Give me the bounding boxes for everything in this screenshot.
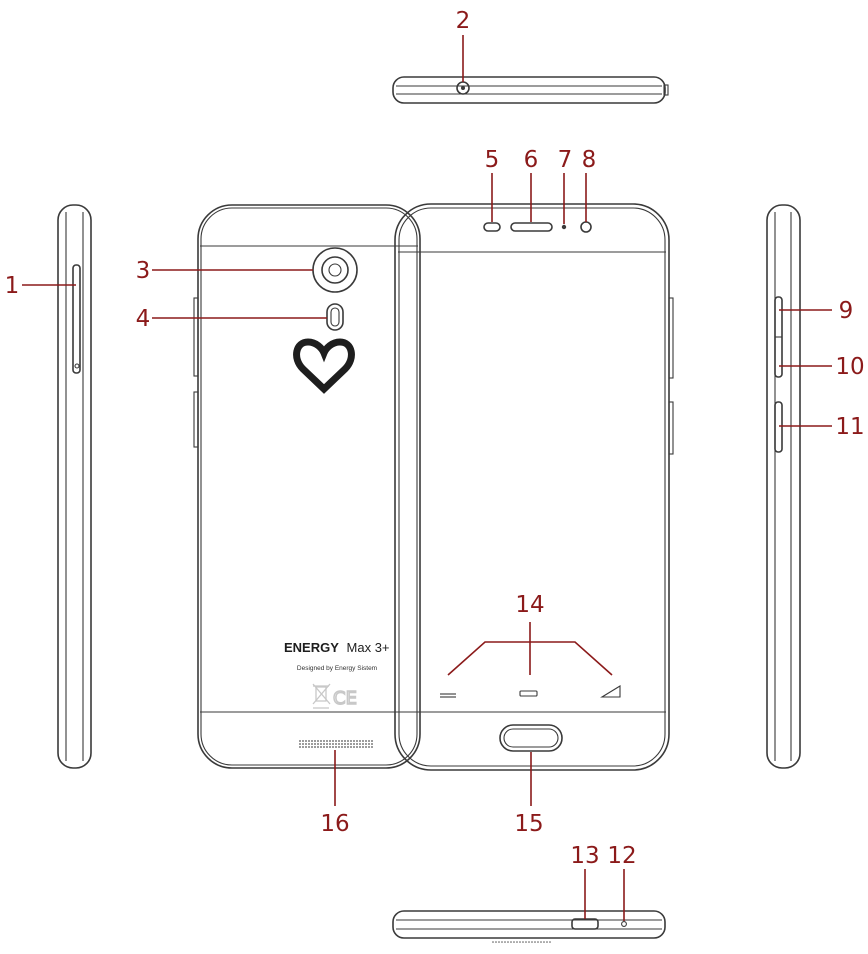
- crossed-bin-icon: [312, 683, 331, 709]
- bottom-mic: [621, 921, 627, 927]
- bottom-edge-view: [392, 910, 666, 943]
- left-side-view: [57, 204, 92, 769]
- front-view: [394, 203, 674, 771]
- sim-eject-hole: [74, 363, 80, 369]
- right-side-outline: [766, 204, 801, 769]
- callout-7: 7: [558, 147, 573, 173]
- rear-flash-outer: [326, 303, 344, 331]
- front-outline: [394, 203, 670, 771]
- callout-16: 16: [320, 811, 349, 837]
- earpiece: [510, 222, 553, 232]
- rear-camera-lens: [321, 256, 349, 284]
- fingerprint-home-inner: [503, 728, 559, 748]
- bottom-speaker-holes: [492, 941, 551, 943]
- left-side-outline: [57, 204, 92, 769]
- top-edge-button: [663, 84, 669, 96]
- rear-camera-ring: [312, 247, 358, 293]
- designed-by-text: Designed by Energy Sistem: [297, 665, 377, 672]
- callout-4: 4: [136, 306, 151, 332]
- back-side-key: [193, 297, 199, 377]
- rear-camera-inner: [328, 263, 342, 277]
- sim-tray: [72, 264, 81, 374]
- headphone-jack-hole: [461, 86, 465, 90]
- callout-6: 6: [524, 147, 539, 173]
- callout-14: 14: [515, 592, 544, 618]
- callout-3: 3: [136, 258, 151, 284]
- top-edge-outline: [392, 76, 666, 104]
- back-view: ENERGY Max 3+ Designed by Energy Sistem …: [193, 204, 421, 769]
- front-camera: [580, 221, 592, 233]
- model-name: Max 3+: [347, 640, 390, 655]
- callout-8: 8: [582, 147, 597, 173]
- front-side-key: [668, 297, 674, 379]
- heart-logo-icon: [293, 338, 355, 394]
- callout-5: 5: [485, 147, 500, 173]
- callout-2: 2: [456, 8, 471, 34]
- right-side-view: [766, 204, 801, 769]
- front-side-key: [668, 401, 674, 455]
- back-outline: [197, 204, 421, 769]
- rear-flash-inner: [330, 307, 340, 327]
- back-inner-outline: [200, 207, 418, 766]
- rear-speaker-grille: [299, 740, 373, 748]
- brand-name: ENERGY: [284, 640, 339, 655]
- back-key-icon: [600, 685, 621, 698]
- proximity-sensor: [483, 222, 501, 232]
- bottom-edge-outline: [392, 910, 666, 939]
- front-mic: [561, 224, 567, 230]
- svg-text:ENERGY Max 3+: ENERGY Max 3+: [284, 640, 390, 655]
- top-edge-view: [392, 76, 669, 104]
- ce-mark: CE: [333, 688, 357, 709]
- callout-12: 12: [607, 843, 636, 869]
- callout-numbers: 1 2 3 4 5 6 7 8 9 10 11 12 13 14 15 16: [5, 8, 865, 869]
- callout-9: 9: [839, 298, 854, 324]
- callout-10: 10: [835, 354, 864, 380]
- front-inner-outline: [398, 207, 666, 767]
- callout-13: 13: [570, 843, 599, 869]
- power-button: [774, 401, 783, 453]
- callout-1: 1: [5, 273, 20, 299]
- fingerprint-home-button: [499, 724, 563, 752]
- home-key-icon: [519, 690, 538, 697]
- callout-11: 11: [835, 414, 864, 440]
- callout-15: 15: [514, 811, 543, 837]
- back-side-key: [193, 391, 199, 448]
- leader-lines: [22, 35, 832, 921]
